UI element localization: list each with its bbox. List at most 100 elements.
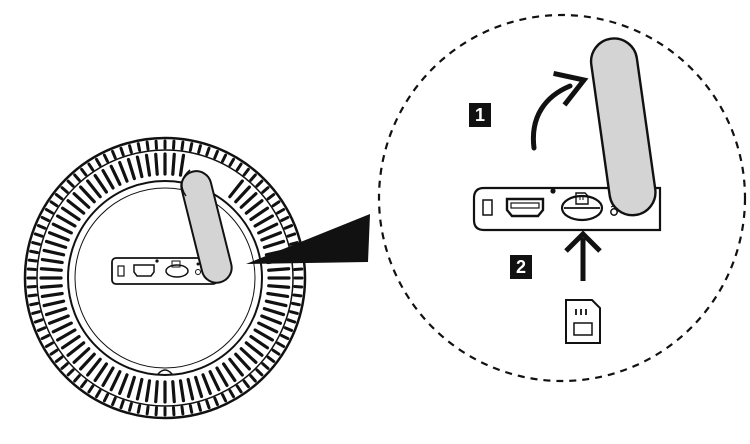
- vent-slot: [257, 321, 279, 334]
- reset-button-small: [117, 265, 125, 277]
- vent-slot: [267, 284, 291, 289]
- vent-slot: [80, 167, 88, 177]
- vent-slot: [255, 368, 264, 377]
- vent-slot: [135, 155, 144, 179]
- vent-slot: [111, 396, 117, 407]
- vent-slot: [47, 314, 70, 325]
- microsd-card-icon: [565, 299, 601, 344]
- magnified-detail: 1 2: [377, 13, 747, 383]
- vent-slot: [86, 357, 102, 377]
- vent-slot: [60, 186, 69, 194]
- vent-slot: [244, 341, 264, 357]
- vent-slot: [40, 257, 64, 265]
- vent-slot: [54, 193, 64, 201]
- vent-slot: [154, 152, 159, 176]
- vent-slot: [197, 402, 202, 412]
- vent-slot: [276, 208, 286, 215]
- vent-slot: [271, 348, 281, 356]
- flip-up-arrowhead: [553, 71, 589, 107]
- vent-slot: [267, 267, 291, 272]
- step-2-label: 2: [516, 257, 526, 277]
- vent-slot: [126, 157, 136, 181]
- vent-slot: [111, 149, 117, 160]
- vent-slot: [87, 384, 95, 394]
- device-bottom-view: [23, 136, 307, 420]
- vent-slot: [119, 146, 125, 157]
- vent-slots-inner-ring: [39, 152, 291, 404]
- vent-slot: [119, 399, 125, 410]
- vent-slot: [280, 215, 290, 222]
- vent-slot: [242, 379, 250, 389]
- vent-slot: [44, 239, 68, 249]
- device-bottom-notch: [157, 369, 173, 375]
- led-ring-large: [610, 208, 618, 216]
- vent-slot: [66, 199, 86, 215]
- vent-slot: [73, 173, 81, 182]
- vent-slot: [283, 326, 294, 332]
- hdmi-port-small: [133, 264, 155, 277]
- vent-slot: [135, 377, 144, 401]
- vent-slot: [40, 291, 64, 299]
- vent-slot: [253, 328, 274, 342]
- vent-slot: [118, 373, 129, 396]
- vent-slot: [249, 173, 257, 182]
- vent-slot: [44, 307, 68, 317]
- vent-slot: [128, 144, 133, 154]
- microsd-icon-small: [171, 260, 181, 268]
- vent-slot: [86, 179, 102, 199]
- microsd-slot-large: [560, 194, 604, 222]
- device-center-panel-edge: [74, 187, 256, 369]
- vent-slot: [73, 374, 81, 383]
- vent-slot: [180, 140, 185, 151]
- vent-slot: [60, 362, 69, 370]
- vent-slot: [27, 258, 38, 263]
- vent-slot: [283, 224, 294, 230]
- vent-slot: [280, 334, 290, 341]
- vent-slot: [291, 301, 301, 307]
- step-2-badge: 2: [510, 255, 532, 279]
- vent-slot: [266, 193, 276, 201]
- vent-slot: [66, 179, 75, 188]
- vent-slot: [109, 370, 122, 392]
- vent-slot: [93, 362, 109, 383]
- vent-slot: [54, 355, 64, 363]
- vent-slot: [235, 162, 243, 172]
- vent-slot: [29, 249, 39, 255]
- vent-slot: [186, 377, 195, 401]
- vent-slot: [228, 357, 244, 377]
- vent-slot: [205, 146, 211, 157]
- vent-slot: [31, 310, 41, 315]
- vent-slot: [266, 291, 290, 299]
- vent-slot: [79, 185, 96, 204]
- vent-slot: [249, 334, 270, 350]
- vent-slot: [40, 334, 50, 341]
- vent-slot: [234, 185, 251, 204]
- vent-slot: [215, 366, 229, 387]
- vent-slot: [292, 293, 303, 298]
- vent-slot: [239, 347, 258, 364]
- vent-slot: [102, 393, 109, 403]
- antenna-cradle: [181, 169, 191, 197]
- vent-slot: [72, 192, 91, 209]
- vent-slot: [242, 167, 250, 177]
- vent-slot: [289, 310, 299, 315]
- vent-slot: [118, 160, 129, 183]
- vent-slot: [262, 239, 286, 249]
- vent-slot: [145, 140, 150, 151]
- vent-slot: [188, 404, 194, 414]
- vent-slots-outer-ring: [26, 139, 304, 417]
- vent-slot: [60, 206, 81, 222]
- vent-slot: [79, 352, 96, 371]
- vent-slot: [205, 399, 211, 410]
- vent-slot: [286, 318, 297, 324]
- vent-slot: [31, 241, 41, 246]
- vent-slot: [276, 341, 286, 348]
- vent-slot: [49, 348, 59, 356]
- vent-slot: [264, 299, 288, 308]
- vent-slot: [194, 375, 204, 399]
- vent-slot: [260, 314, 283, 325]
- vent-slot: [33, 318, 44, 324]
- vent-slot: [228, 389, 235, 399]
- vent-slot: [51, 321, 73, 334]
- vent-slot: [213, 396, 219, 407]
